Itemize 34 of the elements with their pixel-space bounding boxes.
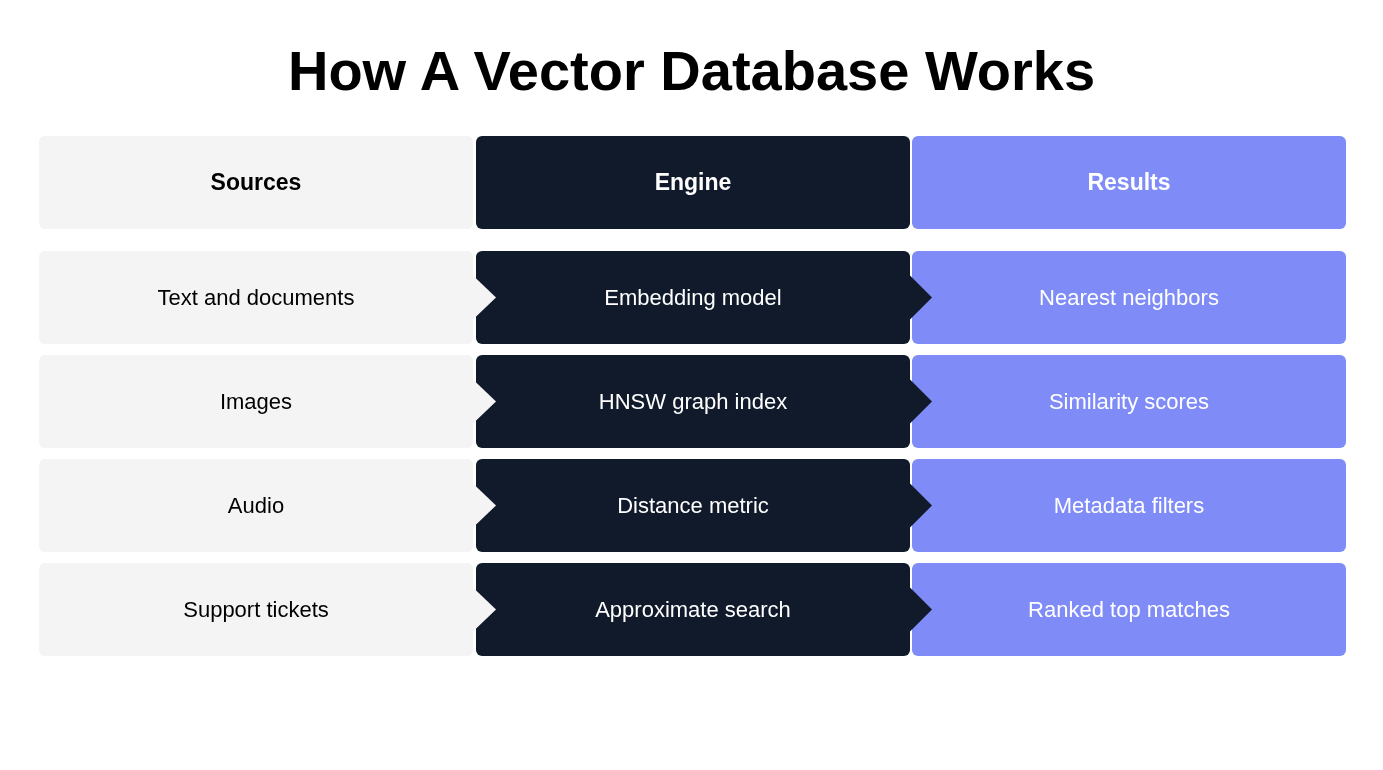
cell-text: Ranked top matches (1028, 596, 1230, 623)
chevron-arrow (473, 379, 496, 424)
chevron-arrow (910, 483, 932, 528)
column-heading: Results (1087, 169, 1171, 196)
chevron-arrow (473, 275, 496, 320)
cell-text: Embedding model (604, 284, 782, 311)
table-cell (476, 563, 910, 656)
chevron-arrow (473, 483, 496, 528)
table-cell (912, 563, 1346, 656)
table-cell (476, 251, 910, 344)
column-heading: Sources (210, 169, 302, 196)
cell-text: Images (219, 388, 293, 415)
chevron-arrow (910, 275, 932, 320)
cell-text: Metadata filters (1053, 492, 1205, 519)
cell-text: Approximate search (595, 596, 791, 623)
cell-text: Text and documents (157, 284, 355, 311)
header-cell (476, 136, 910, 229)
table-cell (912, 459, 1346, 552)
cell-text: HNSW graph index (598, 388, 788, 415)
chevron-arrow (910, 587, 932, 632)
table-cell (912, 355, 1346, 448)
column-heading: Engine (654, 169, 732, 196)
title: How A Vector Database Works (286, 38, 1097, 103)
cell-text: Similarity scores (1048, 388, 1210, 415)
cell-text: Distance metric (617, 492, 769, 519)
table-cell (476, 355, 910, 448)
table-cell (476, 459, 910, 552)
cell-text: Nearest neighbors (1039, 284, 1219, 311)
cell-text: Support tickets (183, 596, 329, 623)
header-cell (912, 136, 1346, 229)
table-cell (912, 251, 1346, 344)
chevron-arrow (910, 379, 932, 424)
cell-text: Audio (227, 492, 285, 519)
chevron-arrow (473, 587, 496, 632)
